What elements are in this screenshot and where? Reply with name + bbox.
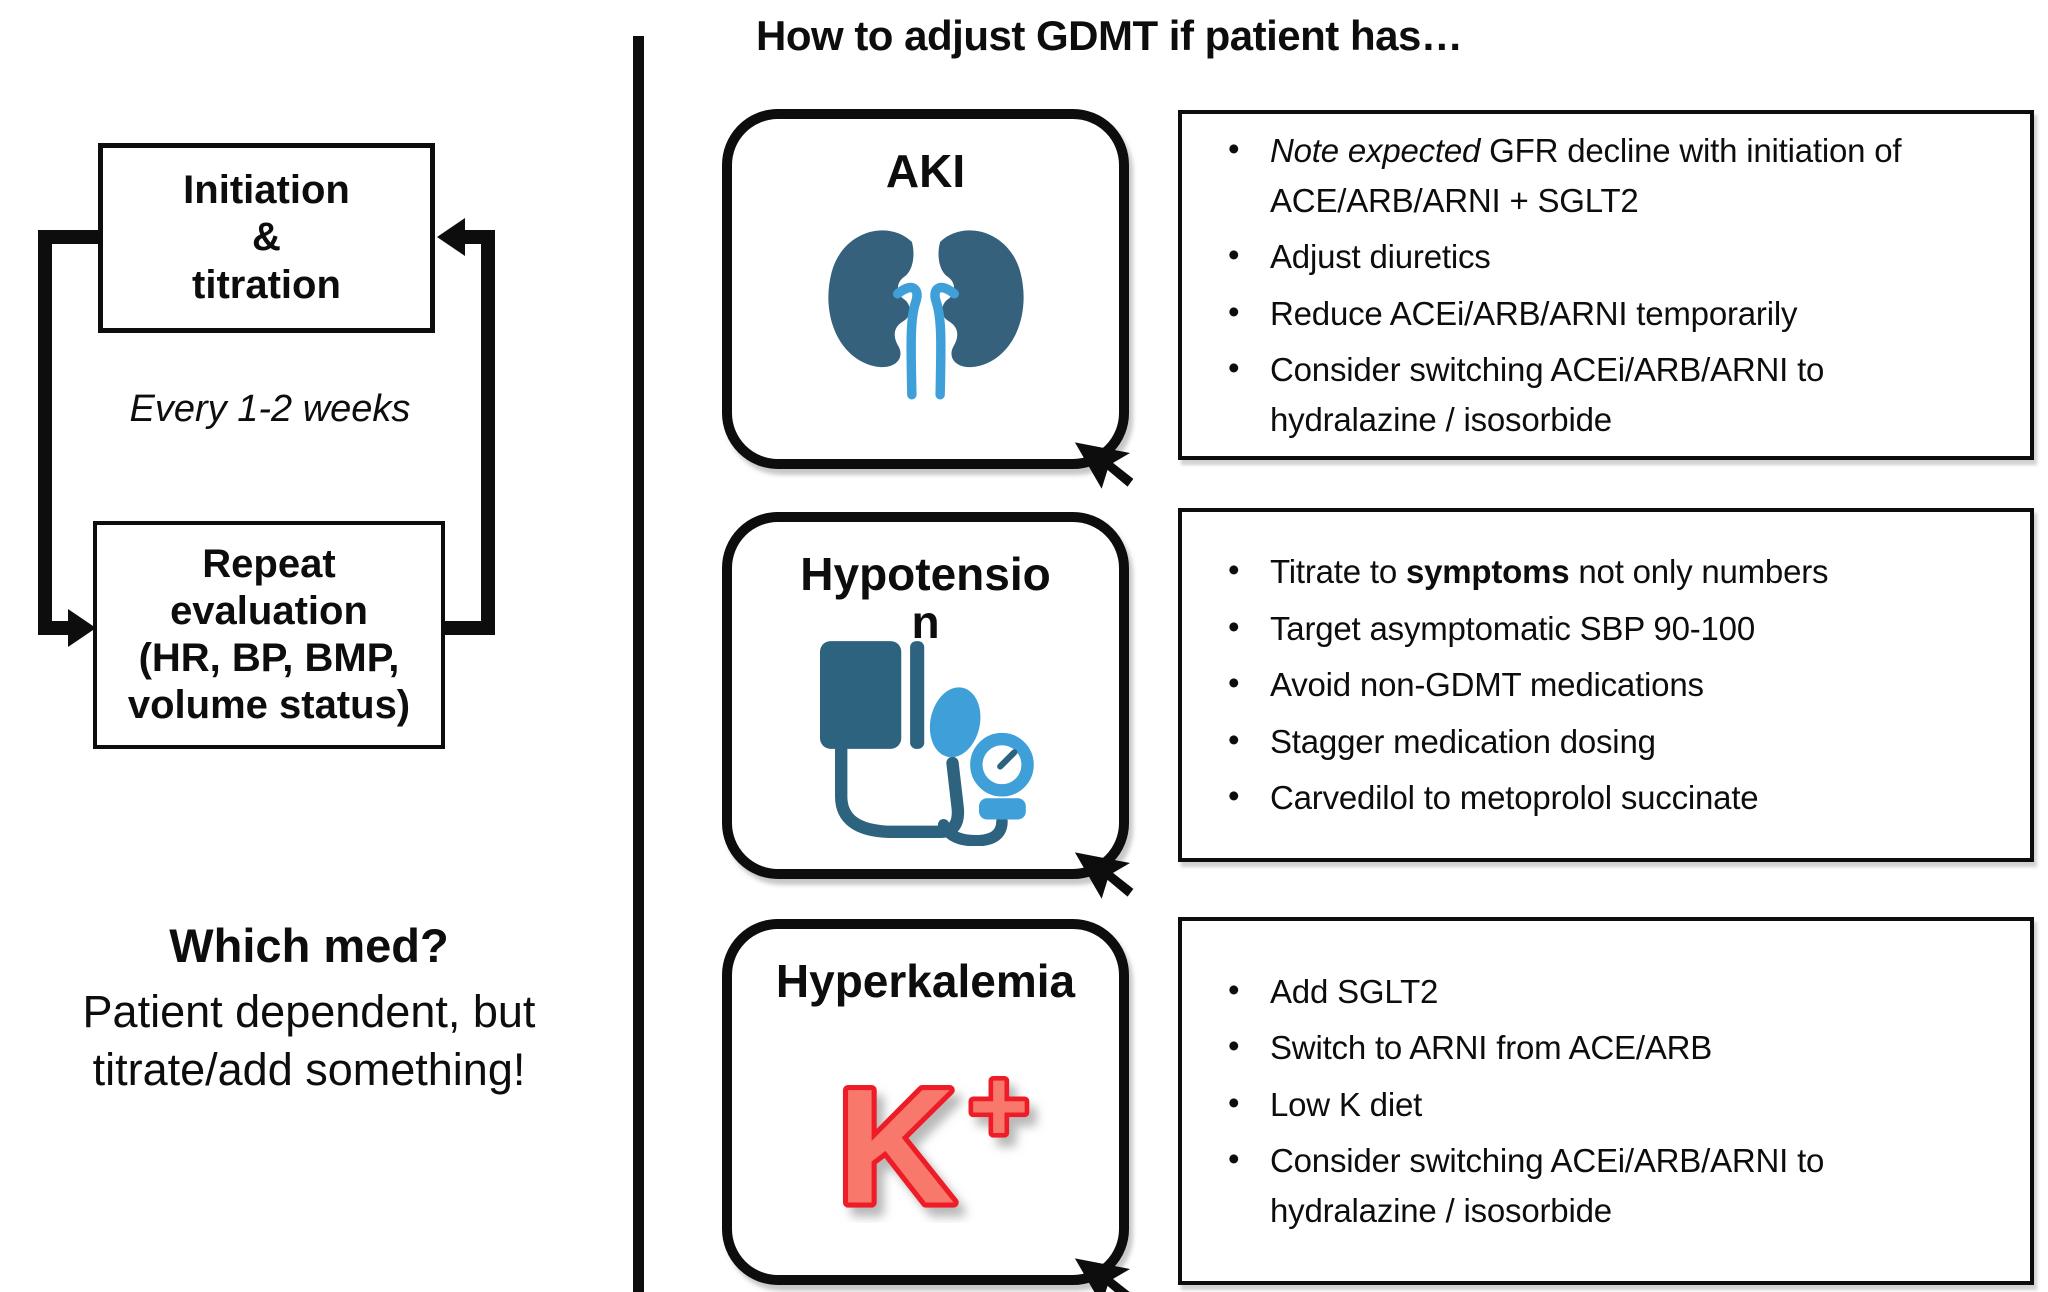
bp-cuff-shape — [819, 641, 901, 749]
cursor-icon — [1074, 852, 1134, 899]
aki-card: AKI — [722, 109, 1134, 489]
bp-tube-shape — [834, 742, 964, 839]
bullet-item: Note expected GFR decline with initiatio… — [1228, 124, 1902, 225]
initiation-titration-label: Initiation & titration — [183, 168, 350, 307]
hypotension-bullet-box: Titrate to symptoms not only numbersTarg… — [1178, 508, 2034, 862]
aki-label: AKI — [885, 145, 966, 197]
potassium-letter: K — [837, 1055, 955, 1223]
bullet-item: Add SGLT2 — [1228, 965, 1824, 1017]
which-med-title: Which med? — [169, 919, 449, 972]
kidneys-icon — [827, 230, 1024, 400]
left-kidney-shape — [827, 230, 913, 368]
hypotension-card: Hypotensio n — [722, 512, 1134, 899]
bp-cuff-strap-shape — [909, 641, 924, 749]
cycle-arrow-down-segment — [38, 230, 98, 635]
bullet-item: Consider switching ACEi/ARB/ARNI to hydr… — [1228, 1134, 1824, 1235]
cursor-icon — [1074, 442, 1134, 489]
page-title: How to adjust GDMT if patient has… — [756, 12, 1463, 59]
bp-bulb-shape — [929, 687, 980, 758]
bullet-item: Avoid non-GDMT medications — [1228, 658, 1828, 710]
aki-bullet-list: Note expected GFR decline with initiatio… — [1182, 119, 1919, 451]
right-kidney-shape — [938, 230, 1024, 368]
cursor-arrow-shape — [1074, 1258, 1134, 1292]
hypotension-bullet-list: Titrate to symptoms not only numbersTarg… — [1182, 540, 1846, 830]
potassium-plus: + — [968, 1055, 1028, 1163]
bullet-item: Reduce ACEi/ARB/ARNI temporarily — [1228, 287, 1901, 339]
hyperkalemia-card: Hyperkalemia K + — [722, 919, 1134, 1292]
bullet-item: Adjust diuretics — [1228, 230, 1901, 282]
hyperkalemia-bullet-list: Add SGLT2Switch to ARNI from ACE/ARBLow … — [1182, 960, 1842, 1243]
cursor-arrow-shape — [1074, 442, 1134, 489]
bp-gauge-base-shape — [978, 798, 1026, 820]
which-med-body: Patient dependent, but titrate/add somet… — [82, 986, 536, 1095]
arrowhead-left-icon — [437, 218, 465, 256]
cycle-arrow-up-segment — [445, 230, 495, 635]
interval-label: Every 1-2 weeks — [129, 388, 411, 430]
potassium-icon: K + — [832, 1055, 1033, 1223]
bullet-item: Low K diet — [1228, 1078, 1824, 1130]
arrowhead-right-icon — [68, 609, 96, 647]
repeat-evaluation-label: Repeat evaluation (HR, BP, BMP, volume s… — [127, 541, 411, 728]
hyperkalemia-bullet-box: Add SGLT2Switch to ARNI from ACE/ARBLow … — [1178, 917, 2034, 1285]
left-ureter-shape — [892, 282, 922, 400]
right-ureter-shape — [929, 282, 959, 400]
vertical-divider — [633, 36, 644, 1292]
bullet-item: Consider switching ACEi/ARB/ARNI to hydr… — [1228, 343, 1901, 444]
bullet-item: Titrate to symptoms not only numbers — [1228, 545, 1829, 597]
blood-pressure-monitor-icon — [819, 641, 1034, 846]
initiation-titration-box: Initiation & titration — [98, 143, 435, 333]
bullet-item: Switch to ARNI from ACE/ARB — [1228, 1021, 1824, 1073]
aki-bullet-box: Note expected GFR decline with initiatio… — [1178, 110, 2034, 460]
hypotension-label: Hypotensio n — [800, 548, 1051, 649]
bullet-item: Target asymptomatic SBP 90-100 — [1228, 602, 1828, 654]
bp-gauge-tube-shape — [937, 815, 1008, 846]
bp-gauge-needle-shape — [996, 749, 1017, 770]
hyperkalemia-label: Hyperkalemia — [775, 955, 1076, 1007]
cursor-icon — [1074, 1258, 1134, 1292]
bullet-item: Carvedilol to metoprolol succinate — [1228, 771, 1828, 823]
cursor-arrow-shape — [1074, 852, 1134, 899]
bullet-item: Stagger medication dosing — [1228, 715, 1828, 767]
which-med-note: Which med? Patient dependent, but titrat… — [14, 918, 604, 1098]
repeat-evaluation-box: Repeat evaluation (HR, BP, BMP, volume s… — [93, 521, 445, 749]
